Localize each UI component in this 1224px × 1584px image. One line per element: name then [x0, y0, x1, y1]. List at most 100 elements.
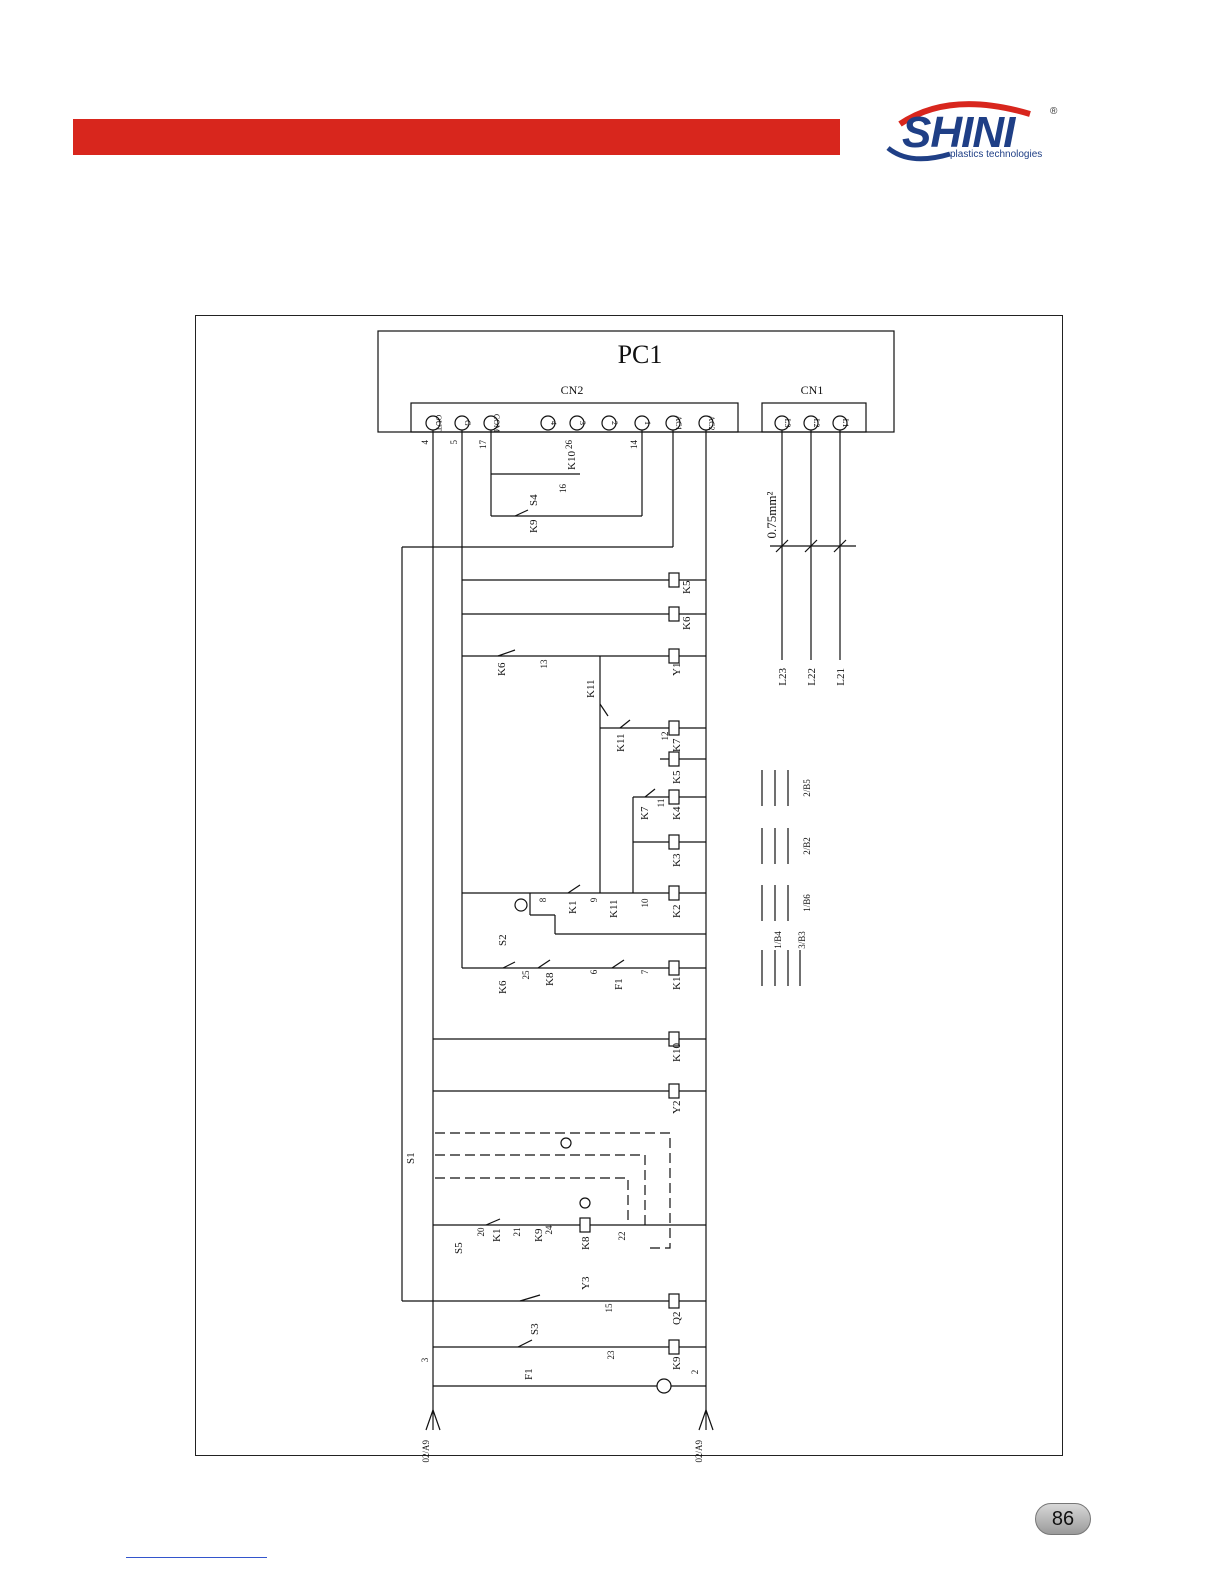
component-label: K3 — [671, 853, 683, 867]
component-label: K1 — [491, 1229, 503, 1242]
cn1-terminals: L3 L2 L1 — [774, 415, 850, 431]
component-label: S1 — [405, 1152, 417, 1164]
cn1-box — [761, 402, 867, 433]
component-label: F1 — [523, 1368, 535, 1380]
wire-number: 8 — [538, 897, 548, 902]
component-label: K2 — [671, 905, 683, 918]
terminal-label: AC2 — [707, 415, 716, 430]
wire-number: 15 — [604, 1303, 614, 1313]
wire-number: 7 — [640, 969, 650, 974]
wire-number: 2 — [690, 1370, 700, 1375]
logo-word: SHINI — [902, 108, 1015, 157]
footer-divider — [126, 1557, 267, 1558]
shini-logo: SHINI plastics technologies ® — [880, 96, 1080, 166]
wire-number: 4 — [420, 440, 430, 445]
wire-number: 24 — [544, 1225, 554, 1235]
component-label: K11 — [585, 679, 597, 698]
cn1-label: CN1 — [801, 383, 824, 397]
terminal-reference: 02/A9 — [694, 1440, 704, 1463]
cross-reference: 1/B6 — [802, 894, 812, 912]
terminal-label: 4 — [549, 421, 558, 425]
pc1-label: PC1 — [618, 340, 663, 369]
cn2-label: CN2 — [561, 383, 584, 397]
component-label: K9 — [533, 1228, 545, 1242]
cross-reference: 2/B5 — [802, 779, 812, 797]
wire-number: 5 — [449, 440, 459, 445]
component-label: K10 — [671, 1043, 683, 1062]
coils — [579, 572, 680, 1394]
component-label: K7 — [671, 738, 683, 752]
component-label: K9 — [528, 519, 540, 533]
wire-number: 20 — [476, 1227, 486, 1237]
terminal-reference: 02/A9 — [421, 1440, 431, 1463]
terminal-label: L3 — [783, 419, 792, 428]
terminal-label: L2 — [812, 419, 821, 428]
component-label: Y1 — [671, 663, 683, 676]
wire-number: 11 — [656, 799, 666, 808]
wire-number: 22 — [617, 1232, 627, 1241]
rungs — [402, 579, 706, 1387]
component-label: K6 — [496, 662, 508, 676]
component-label: K8 — [544, 972, 556, 986]
component-label: Q2 — [671, 1312, 683, 1325]
switch-contacts — [485, 509, 656, 1348]
wire-number: 23 — [606, 1350, 616, 1360]
terminal-label: OUT — [434, 415, 443, 432]
schematic-labels: 0.75mm² L23 L22 L21 4 5 17 26 14 16 K5 K… — [405, 440, 847, 1463]
terminal-label: 2 — [610, 421, 619, 425]
main-wiring — [401, 430, 856, 1431]
supply-output-label: L21 — [835, 668, 847, 686]
thermal-overloads — [761, 770, 801, 986]
cross-reference: 2/B2 — [802, 837, 812, 855]
component-label: F1 — [613, 978, 625, 990]
wire-number: 13 — [539, 659, 549, 669]
wire-number: 21 — [512, 1228, 522, 1237]
component-label: Y3 — [580, 1276, 592, 1290]
wire-number: 26 — [564, 440, 574, 450]
cn2-box — [410, 402, 739, 433]
component-label: K4 — [671, 806, 683, 820]
header-red-bar — [73, 119, 840, 155]
cross-reference: 3/B3 — [797, 931, 807, 949]
terminal-label: L1 — [841, 419, 850, 428]
cross-reference: 1/B4 — [773, 931, 783, 949]
wire-number: 10 — [640, 898, 650, 908]
wire-number: 6 — [589, 969, 599, 974]
component-label: S3 — [529, 1323, 541, 1335]
wire-number: 3 — [420, 1357, 430, 1362]
component-label: K1 — [567, 901, 579, 914]
component-label: K5 — [681, 580, 693, 594]
s1-dashed-loop — [435, 1132, 671, 1249]
wire-number: 9 — [589, 897, 599, 902]
component-label: S5 — [453, 1242, 465, 1254]
terminal-label: 1 — [643, 421, 652, 425]
component-label: K5 — [671, 770, 683, 784]
component-label: S4 — [528, 494, 540, 506]
page-number-badge: 86 — [1035, 1503, 1091, 1535]
component-label: K8 — [580, 1236, 592, 1250]
logo-tagline: plastics technologies — [950, 149, 1043, 160]
wire-number: 12 — [660, 732, 670, 741]
cn2-terminals: OUT G COM 4 3 2 1 AC1 AC2 — [425, 414, 716, 432]
component-label: S2 — [497, 934, 509, 946]
component-label: K6 — [497, 980, 509, 994]
component-label: K11 — [608, 899, 620, 918]
component-label: K6 — [681, 616, 693, 630]
wire-number: 17 — [478, 440, 488, 450]
diagram-frame — [195, 315, 1063, 1456]
terminal-label: 3 — [578, 421, 587, 425]
component-label: K1 — [671, 977, 683, 990]
wire-number: 16 — [558, 484, 568, 494]
supply-output-label: L23 — [777, 668, 789, 686]
wire-size-label: 0.75mm² — [764, 491, 779, 538]
wire-number: 25 — [521, 970, 531, 980]
component-label: K7 — [639, 806, 651, 820]
logo-swoosh-icon — [886, 101, 1031, 162]
component-label: Y2 — [671, 1101, 683, 1114]
component-label: K9 — [671, 1356, 683, 1370]
component-label: K10 — [566, 451, 578, 470]
component-label: K11 — [615, 733, 627, 752]
terminal-label: AC1 — [674, 415, 683, 430]
terminal-label: G — [463, 420, 472, 426]
